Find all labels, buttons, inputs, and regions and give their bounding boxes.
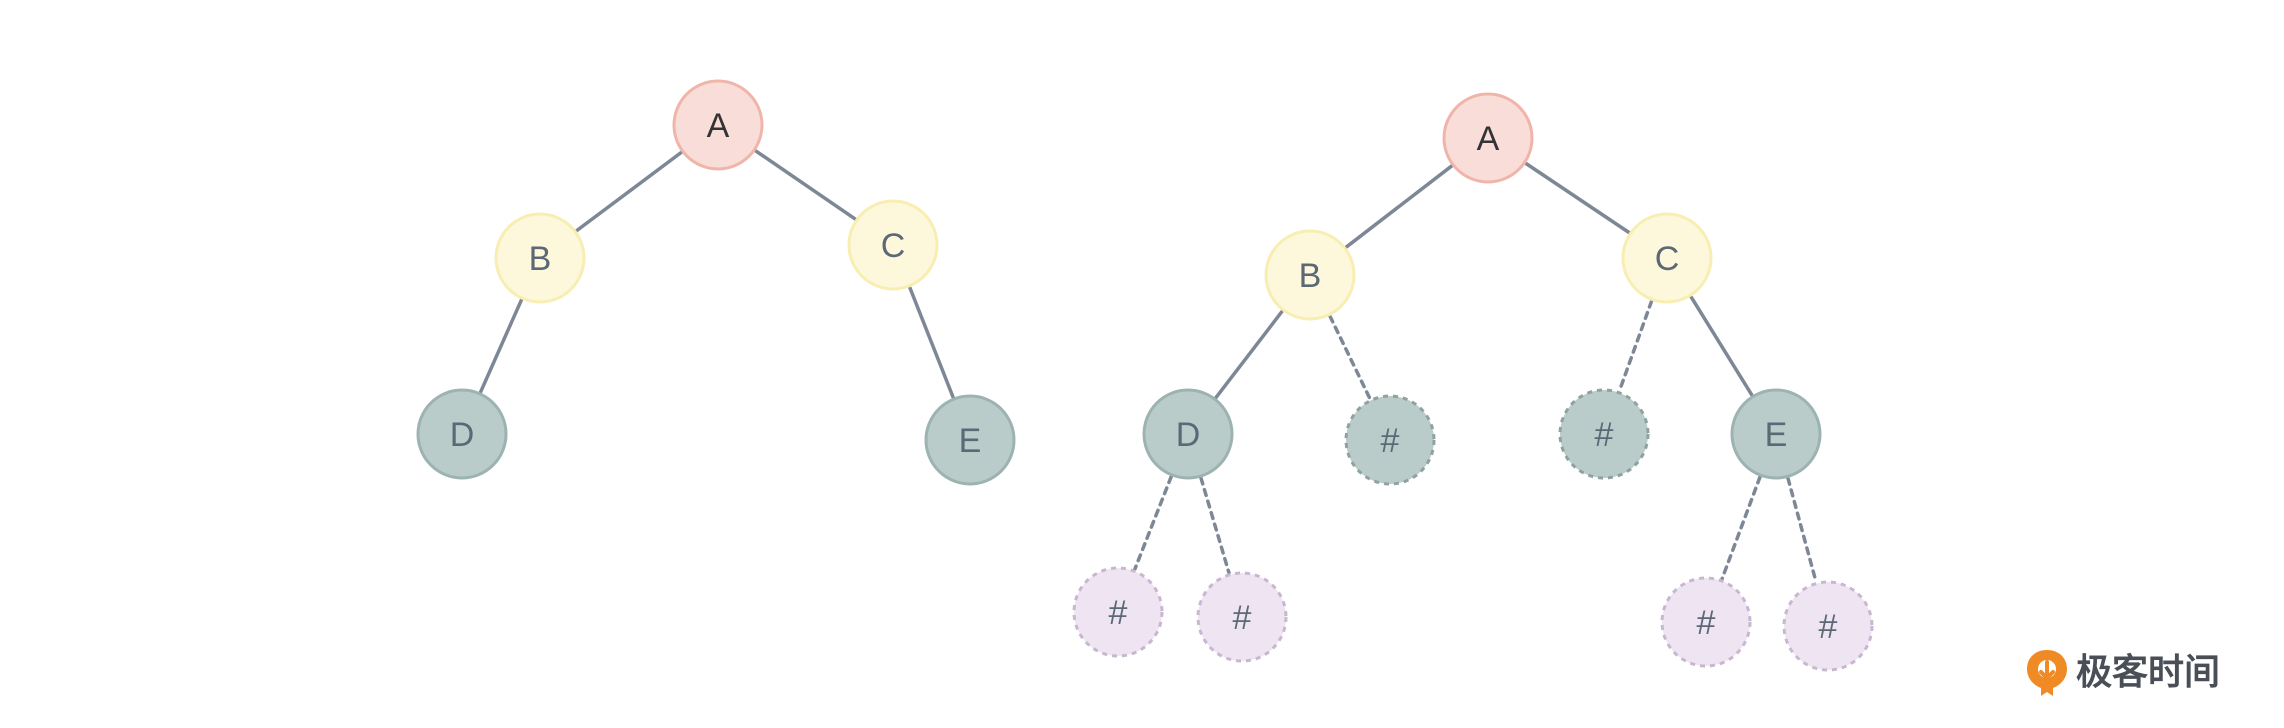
tree-node-e: E xyxy=(924,394,1016,486)
node-circle xyxy=(847,199,939,291)
tree-node-a: A xyxy=(672,79,764,171)
node-circle xyxy=(1782,580,1874,672)
extended-tree-nodes: A B C D E # # # # # # xyxy=(1072,92,1874,672)
tree-node-null: # xyxy=(1196,571,1288,663)
node-circle xyxy=(672,79,764,171)
tree-node-null: # xyxy=(1660,576,1752,668)
tree-node-null: # xyxy=(1558,388,1650,480)
edge-B2-N1-dashed xyxy=(1328,314,1372,401)
node-label: E xyxy=(959,422,982,460)
tree-node-null: # xyxy=(1782,580,1874,672)
node-circle xyxy=(1344,394,1436,486)
node-circle xyxy=(1264,229,1356,321)
edge-B2-D2 xyxy=(1214,309,1284,400)
node-label: # xyxy=(1697,604,1716,642)
edge-A2-B2 xyxy=(1344,164,1454,249)
extended-tree xyxy=(1133,161,1818,584)
node-label: A xyxy=(1477,120,1500,158)
tree-node-a: A xyxy=(1442,92,1534,184)
node-circle xyxy=(924,394,1016,486)
node-label: # xyxy=(1819,608,1838,646)
node-label: # xyxy=(1233,599,1252,637)
node-circle xyxy=(494,212,586,304)
node-circle xyxy=(1660,576,1752,668)
node-circle xyxy=(416,388,508,480)
node-label: # xyxy=(1109,594,1128,632)
edge-A2-C2 xyxy=(1524,161,1631,235)
node-label: # xyxy=(1595,416,1614,454)
edge-E2-N6-dashed xyxy=(1786,476,1818,584)
tree-node-d: D xyxy=(416,388,508,480)
edges-layer xyxy=(478,149,1818,584)
edge-C2-E2 xyxy=(1689,295,1754,397)
edge-C2-N2-dashed xyxy=(1617,299,1654,393)
node-label: C xyxy=(881,227,906,265)
tree-node-c: C xyxy=(847,199,939,291)
brand-watermark: 极客时间 xyxy=(2024,646,2220,700)
tree-node-null: # xyxy=(1344,394,1436,486)
tree-node-e: E xyxy=(1730,388,1822,480)
geektime-logo-icon xyxy=(2027,650,2067,696)
original-tree-nodes: A B C D E xyxy=(416,79,1016,486)
node-circle xyxy=(1730,388,1822,480)
node-circle xyxy=(1196,571,1288,663)
nodes-layer: A B C D E A B C D E # # # # # # xyxy=(416,79,1874,672)
edge-B-D xyxy=(478,298,524,394)
edge-D2-N4-dashed xyxy=(1199,476,1231,575)
tree-node-c: C xyxy=(1621,212,1713,304)
edge-A-B xyxy=(575,150,683,233)
node-label: E xyxy=(1765,416,1788,454)
brand-name: 极客时间 xyxy=(2076,652,2221,693)
node-label: D xyxy=(1176,416,1201,454)
tree-node-null: # xyxy=(1072,566,1164,658)
node-label: C xyxy=(1655,240,1680,278)
edge-C-E xyxy=(908,286,955,399)
tree-node-d: D xyxy=(1142,388,1234,480)
node-circle xyxy=(1442,92,1534,184)
node-circle xyxy=(1072,566,1164,658)
node-circle xyxy=(1621,212,1713,304)
tree-node-b: B xyxy=(494,212,586,304)
node-circle xyxy=(1558,388,1650,480)
node-label: A xyxy=(707,107,730,145)
edge-E2-N5-dashed xyxy=(1720,475,1762,581)
tree-node-b: B xyxy=(1264,229,1356,321)
original-tree xyxy=(478,149,955,399)
edge-D2-N3-dashed xyxy=(1133,475,1173,571)
node-circle xyxy=(1142,388,1234,480)
node-label: B xyxy=(529,240,552,278)
node-label: # xyxy=(1381,422,1400,460)
node-label: D xyxy=(450,416,475,454)
node-label: B xyxy=(1299,257,1322,295)
edge-A-C xyxy=(754,149,857,221)
